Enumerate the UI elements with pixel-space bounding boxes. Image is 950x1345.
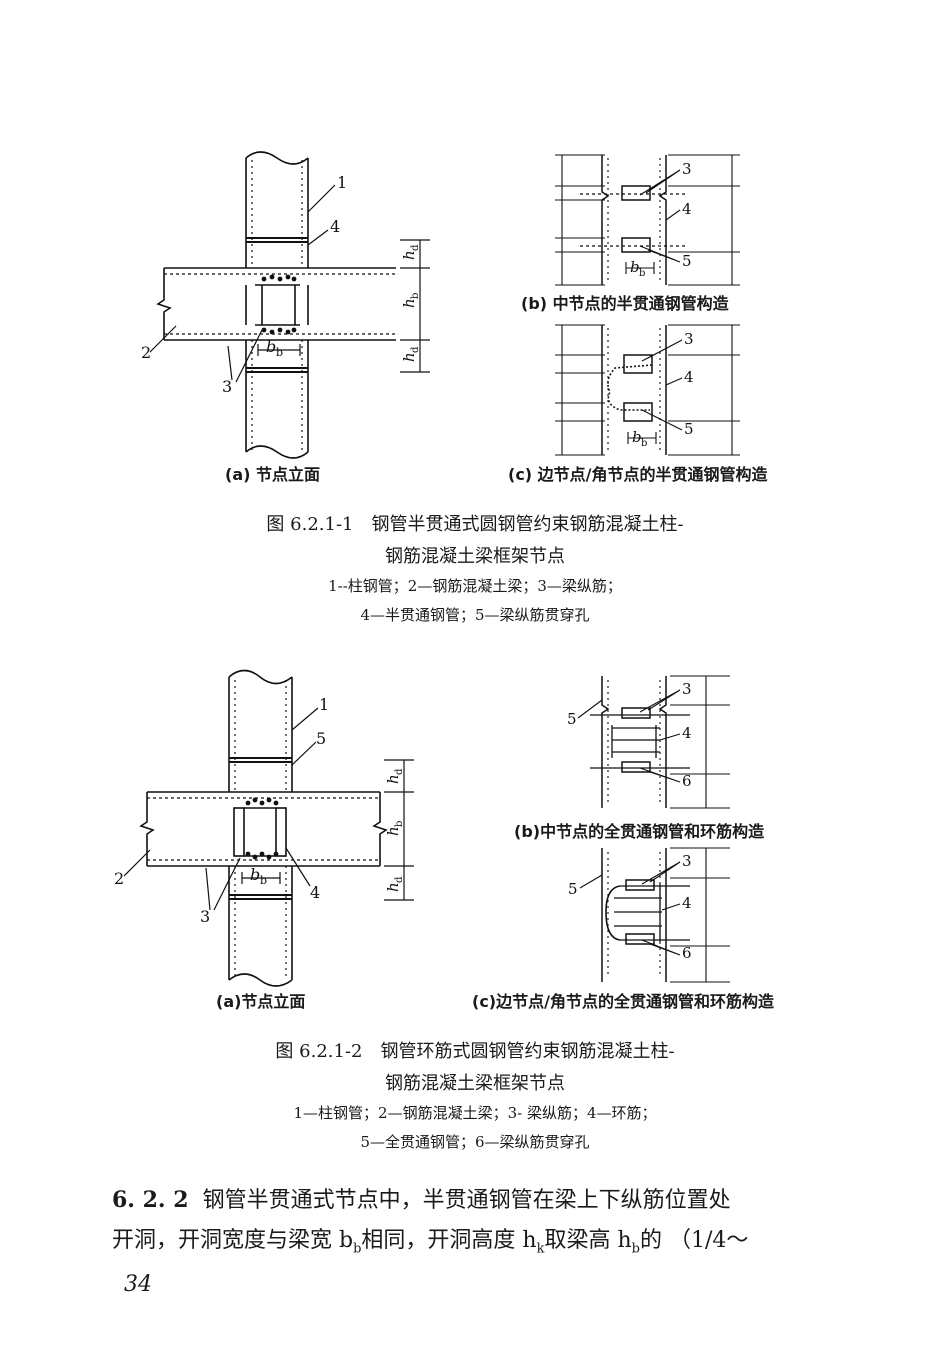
paragraph-text-2c: 取梁高 h [544, 1228, 632, 1253]
label-hd-top: h [400, 250, 418, 260]
svg-text:4: 4 [682, 200, 692, 218]
paragraph-text-1: 钢管半贯通式节点中，半贯通钢管在梁上下纵筋位置处 [202, 1188, 731, 1213]
svg-text:b: b [639, 268, 645, 279]
svg-text:5: 5 [682, 252, 692, 270]
fig1-legend-line1: 1--柱钢管；2—钢筋混凝土梁；3—梁纵筋； [328, 577, 622, 595]
svg-text:3: 3 [682, 852, 692, 870]
label-4: 4 [330, 217, 340, 236]
fig1c-detail [555, 324, 740, 456]
label-bb-sub: b [276, 346, 283, 359]
fig2-caption-b: (b)中节点的全贯通钢管和环筋构造 [514, 822, 765, 841]
paragraph-text-2d: 的 （1/4～ [639, 1228, 749, 1253]
svg-text:3: 3 [682, 160, 692, 178]
sub-b2: b [631, 1241, 640, 1257]
svg-text:4: 4 [684, 368, 694, 386]
fig2c-detail [579, 847, 730, 983]
svg-text:3: 3 [684, 330, 694, 348]
svg-text:3: 3 [682, 680, 692, 698]
svg-text:5: 5 [316, 729, 326, 748]
paragraph-text-2a: 开洞，开洞宽度与梁宽 b [112, 1228, 354, 1253]
svg-text:5: 5 [684, 420, 694, 438]
svg-text:d: d [410, 244, 421, 251]
label-bb: b [266, 337, 276, 356]
svg-text:3: 3 [200, 907, 210, 926]
fig1-caption-a: (a) 节点立面 [225, 465, 320, 484]
svg-text:b: b [250, 865, 260, 884]
svg-text:b: b [394, 821, 405, 827]
fig2-legend-line1: 1—柱钢管；2—钢筋混凝土梁；3- 梁纵筋；4—环筋； [293, 1104, 657, 1122]
paragraph-text-2b: 相同，开洞高度 h [361, 1228, 537, 1253]
paragraph-line2: 开洞，开洞宽度与梁宽 bb相同，开洞高度 hk取梁高 hb的 （1/4～ [112, 1222, 748, 1256]
svg-text:h: h [384, 882, 402, 892]
label-3: 3 [222, 377, 232, 396]
label-hd-bot: h [400, 352, 418, 362]
svg-text:d: d [410, 346, 421, 353]
fig1-title-line2: 钢筋混凝土梁框架节点 [385, 546, 565, 567]
fig2-title-line1: 图 6.2.1-2 钢管环筋式圆钢管约束钢筋混凝土柱- [275, 1041, 675, 1062]
fig1-caption-b: (b) 中节点的半贯通钢管构造 [521, 294, 729, 313]
svg-text:6: 6 [682, 772, 692, 790]
fig2a-elevation [123, 669, 414, 987]
svg-text:5: 5 [568, 880, 578, 898]
fig2b-detail [577, 675, 730, 809]
svg-text:h: h [384, 826, 402, 836]
svg-text:b: b [632, 428, 642, 446]
paragraph-line1: 6. 2. 2 钢管半贯通式节点中，半贯通钢管在梁上下纵筋位置处 [112, 1182, 731, 1214]
svg-text:h: h [384, 774, 402, 784]
svg-text:d: d [394, 768, 405, 775]
svg-text:6: 6 [682, 944, 692, 962]
svg-text:2: 2 [114, 869, 124, 888]
label-hb: h [400, 298, 418, 308]
label-1: 1 [337, 173, 347, 192]
svg-text:4: 4 [310, 883, 320, 902]
fig1-caption-c: (c) 边节点/角节点的半贯通钢管构造 [508, 465, 768, 484]
fig1b-detail [555, 154, 740, 286]
label-2: 2 [141, 343, 151, 362]
svg-text:4: 4 [682, 894, 692, 912]
svg-text:d: d [394, 876, 405, 883]
svg-text:b: b [410, 293, 421, 299]
fig2-legend-line2: 5—全贯通钢管；6—梁纵筋贯穿孔 [360, 1133, 590, 1151]
svg-text:b: b [630, 258, 640, 276]
sub-b1: b [353, 1241, 362, 1257]
page-number: 34 [124, 1272, 152, 1297]
svg-text:4: 4 [682, 724, 692, 742]
svg-text:b: b [641, 438, 647, 449]
svg-text:5: 5 [567, 710, 577, 728]
svg-text:b: b [260, 874, 267, 887]
fig1a-labels: 1 4 2 3 b b hd hb hd [141, 173, 421, 396]
fig2-caption-a: (a)节点立面 [216, 992, 306, 1011]
fig1-title-line1: 图 6.2.1-1 钢管半贯通式圆钢管约束钢筋混凝土柱- [266, 514, 684, 535]
fig2-caption-c: (c)边节点/角节点的全贯通钢管和环筋构造 [472, 992, 774, 1011]
svg-text:1: 1 [319, 695, 329, 714]
fig2-title-line2: 钢筋混凝土梁框架节点 [385, 1073, 565, 1094]
fig2b-labels: 3 4 6 5 [567, 680, 692, 790]
section-number: 6. 2. 2 [112, 1187, 189, 1213]
fig1a-elevation [149, 151, 430, 459]
fig2c-labels: 3 4 6 5 [568, 852, 692, 962]
sub-k: k [536, 1241, 545, 1257]
fig1-legend-line2: 4—半贯通钢管；5—梁纵筋贯穿孔 [360, 606, 590, 624]
